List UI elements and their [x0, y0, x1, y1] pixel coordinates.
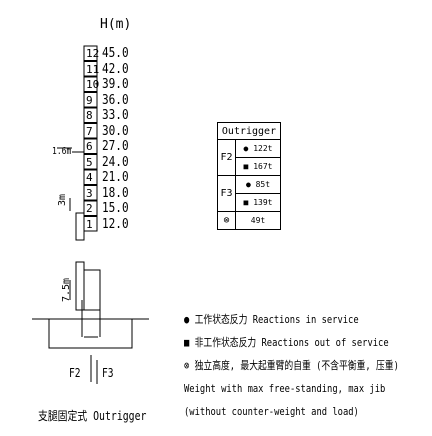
section-height: 30.0	[102, 123, 129, 139]
section-box	[83, 185, 98, 201]
section-height: 33.0	[102, 108, 129, 123]
section-number: 4	[86, 171, 93, 184]
force-f3-label: F3	[102, 366, 114, 380]
section-number: 10	[86, 78, 100, 91]
base-mast	[83, 269, 101, 311]
section-height: 36.0	[102, 92, 129, 108]
f2-service-value: ● 122t	[235, 139, 281, 158]
legend-weight-en-1: Weight with max free-standing, max jib	[184, 382, 386, 395]
section-number: 6	[86, 140, 93, 153]
mid-dim-label: 3m	[57, 193, 68, 206]
side-step-lower	[75, 261, 85, 311]
section-height: 45.0	[102, 46, 129, 61]
table-title: Outrigger	[217, 122, 281, 140]
force-f2-label: F2	[69, 366, 81, 380]
f2-out-value: ■ 167t	[235, 157, 281, 176]
section-box	[83, 45, 98, 61]
section-box	[83, 200, 98, 216]
section-number: 11	[86, 62, 100, 76]
side-step-upper	[75, 212, 85, 241]
legend-weight-cn: ⊗ 独立高度, 最大起重臂的自重 (不含平衡重, 压重)	[184, 359, 399, 372]
section-height: 27.0	[102, 139, 129, 154]
section-number: 2	[86, 202, 93, 215]
section-number: 1	[86, 217, 93, 231]
section-height: 15.0	[102, 201, 129, 216]
axis-label: H(m)	[100, 17, 132, 32]
section-height: 24.0	[102, 154, 129, 170]
f3-service-value: ● 85t	[235, 175, 281, 194]
weight-symbol: ⊗	[217, 211, 236, 230]
section-number: 8	[86, 109, 93, 122]
jib-offset-label: 1.6m	[52, 146, 72, 157]
foundation	[48, 318, 133, 349]
section-number: 9	[86, 93, 93, 107]
legend-weight-en-2: (without counter-weight and load)	[184, 405, 359, 418]
table-f2-label: F2	[217, 139, 236, 176]
section-height: 21.0	[102, 170, 129, 185]
section-box	[83, 61, 98, 77]
section-number: 5	[86, 155, 93, 169]
section-height: 42.0	[102, 61, 129, 77]
f3-out-value: ■ 139t	[235, 193, 281, 212]
legend-out-of-service: ■ 非工作状态反力 Reactions out of service	[184, 336, 389, 349]
section-height: 12.0	[102, 216, 129, 232]
diagram-caption: 支腿固定式 Outrigger	[38, 409, 147, 423]
legend-service: ● 工作状态反力 Reactions in service	[184, 313, 359, 326]
section-height: 18.0	[102, 185, 129, 201]
table-f3-label: F3	[217, 175, 236, 212]
section-box	[83, 76, 98, 92]
section-height: 39.0	[102, 77, 129, 92]
section-number: 12	[86, 47, 100, 60]
section-box	[83, 138, 98, 154]
section-number: 7	[86, 124, 93, 138]
section-box	[83, 123, 98, 139]
base-dim-label: 7.5m	[61, 277, 72, 302]
section-box	[83, 107, 98, 123]
section-box	[83, 92, 98, 108]
section-number: 3	[86, 186, 93, 200]
reaction-table: Outrigger F2 ● 122t ■ 167t F3 ● 85t ■ 13…	[217, 122, 281, 230]
weight-value: 49t	[235, 211, 281, 230]
section-box	[83, 154, 98, 170]
section-box	[83, 169, 98, 185]
